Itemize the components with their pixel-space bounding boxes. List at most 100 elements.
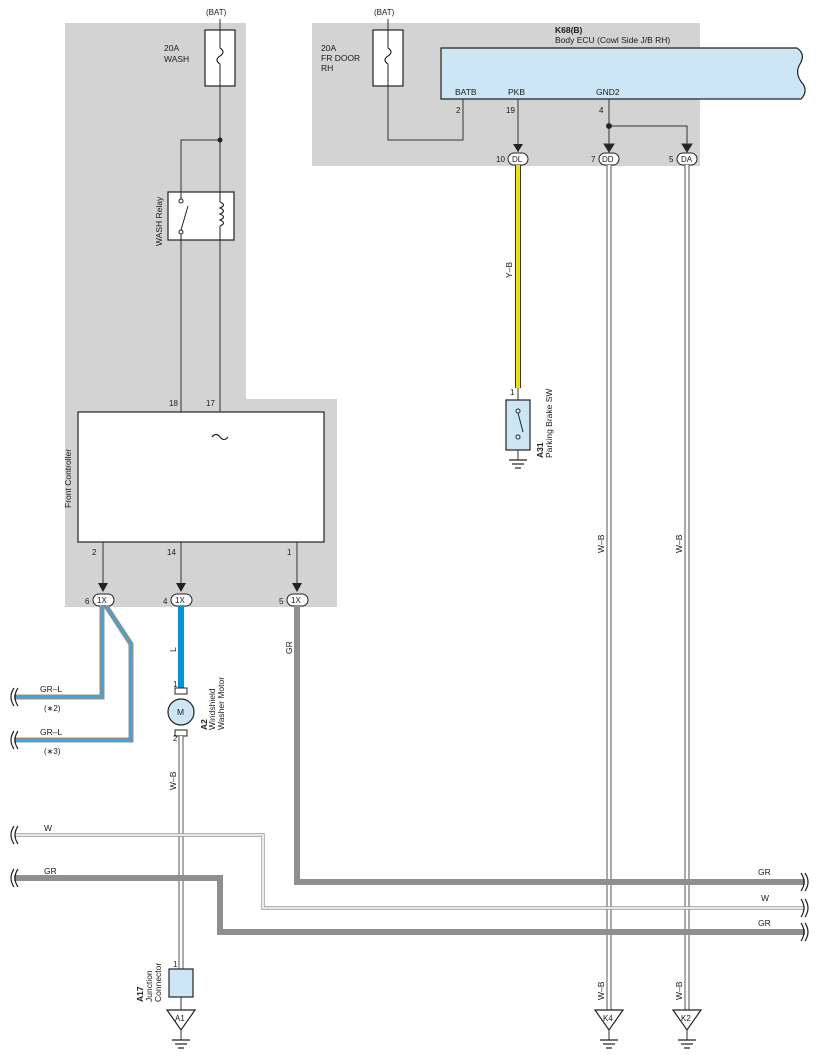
fuse-wash-rating: 20A: [164, 43, 179, 53]
connector-dd-id: DD: [602, 155, 614, 164]
wire-wb-dd: W–B W–B: [596, 165, 612, 1010]
wire-gr-x5-label: GR: [284, 641, 294, 654]
ecu-name: Body ECU (Cowl Side J/B RH): [555, 35, 670, 45]
wire-gr-right2-label: GR: [758, 918, 771, 928]
wire-wb-motor: W–B: [168, 736, 184, 969]
wire-yb: Y–B: [504, 165, 521, 388]
ecu-pin-pkb: 19: [506, 106, 515, 115]
wire-w-right-label: W: [761, 893, 769, 903]
connector-1x-5-id: 1X: [291, 596, 301, 605]
connector-dl-pin: 10: [496, 155, 505, 164]
controller-pin-18: 18: [169, 399, 178, 408]
ecu-pin-batb: 2: [456, 106, 461, 115]
controller-output-wires: [102, 542, 298, 590]
wash-relay: WASH Relay: [154, 191, 235, 246]
left-wire-breaks: [10, 825, 19, 888]
ecu-pin-label-batb: BATB: [455, 87, 477, 97]
fuse-frdoor: (BAT) 20A FR DOOR RH: [321, 8, 404, 87]
parking-brake-pin: 1: [510, 388, 515, 397]
ecu-pin-gnd2: 4: [599, 106, 604, 115]
wire-grl1-note: (∗2): [44, 704, 61, 713]
junction-name-2: Connector: [153, 963, 163, 1002]
motor-name-2: Washer Motor: [216, 677, 226, 730]
fuse-frdoor-name-2: RH: [321, 63, 333, 73]
wire-grl: [10, 604, 134, 750]
body-ecu: K68(B) Body ECU (Cowl Side J/B RH) BATB …: [440, 25, 806, 115]
wire-gr-x5: GR: [284, 606, 805, 885]
pkb-wire-internal: [513, 99, 523, 152]
right-wire-breaks: [800, 872, 809, 942]
washer-motor: 1 M 2 A2 Windshield Washer Motor: [167, 677, 226, 743]
wire-wb-da-label: W–B: [674, 534, 684, 553]
connector-1x-4-id: 1X: [175, 596, 185, 605]
controller-pin-1: 1: [287, 548, 292, 557]
wire-wb-k4-label: W–B: [596, 981, 606, 1000]
junction-pin: 1: [173, 960, 178, 969]
wire-grl1-label: GR–L: [40, 684, 62, 694]
ground-k4-label: K4: [603, 1014, 613, 1023]
wire-l: L: [168, 606, 184, 688]
connector-1x-5-pin: 5: [279, 597, 284, 606]
parking-brake-switch: 1 A31 Parking Brake SW: [505, 388, 554, 469]
motor-name-1: Windshield: [207, 688, 217, 730]
ecu-pin-label-gnd2: GND2: [596, 87, 620, 97]
connector-da: 5 DA: [669, 152, 698, 166]
parking-brake-name: Parking Brake SW: [544, 389, 554, 458]
ground-k2-label: K2: [681, 1014, 691, 1023]
wire-w-left-label: W: [44, 823, 52, 833]
fuse-wash-source: (BAT): [206, 8, 227, 17]
connector-dd-pin: 7: [591, 155, 596, 164]
connector-1x-4: 4 1X: [163, 593, 193, 607]
fuse-frdoor-source: (BAT): [374, 8, 395, 17]
ground-k2: K2: [671, 1009, 703, 1049]
connector-1x-4-pin: 4: [163, 597, 168, 606]
connector-dl-id: DL: [512, 155, 523, 164]
wire-gr-left-label: GR: [44, 866, 57, 876]
controller-name: Front Controller: [63, 449, 73, 508]
wire-l-label: L: [168, 647, 178, 652]
controller-pin-2: 2: [92, 548, 97, 557]
motor-symbol: M: [177, 707, 184, 717]
wire-wb-k2-label: W–B: [674, 981, 684, 1000]
wire-w-left: W: [14, 823, 805, 910]
wire-wb-motor-label: W–B: [168, 771, 178, 790]
fuse-wash: (BAT) 20A WASH: [164, 8, 236, 87]
ecu-pin-label-pkb: PKB: [508, 87, 525, 97]
motor-pin-top: 1: [173, 680, 178, 689]
wire-yb-label: Y–B: [504, 262, 514, 278]
wash-relay-label: WASH Relay: [154, 196, 164, 246]
connector-dd: 7 DD: [591, 152, 620, 166]
motor-code: A2: [199, 719, 209, 730]
wire-grl2-note: (∗3): [44, 747, 61, 756]
controller-pin-14: 14: [167, 548, 176, 557]
ecu-code: K68(B): [555, 25, 583, 35]
wire-gr-left: GR: [14, 866, 805, 935]
connector-dl: 10 DL: [496, 152, 529, 166]
controller-pin-17: 17: [206, 399, 215, 408]
ground-a1-label: A1: [175, 1014, 185, 1023]
connector-da-pin: 5: [669, 155, 674, 164]
connector-1x-5: 5 1X: [279, 593, 309, 607]
controller-arrows: [98, 583, 302, 592]
wire-grl2-label: GR–L: [40, 727, 62, 737]
parking-brake-code: A31: [535, 442, 545, 458]
connector-1x-6-id: 1X: [97, 596, 107, 605]
wire-batb: [387, 86, 464, 141]
connector-da-id: DA: [681, 155, 693, 164]
wire-wb-dd-label: W–B: [596, 534, 606, 553]
ground-a1: A1: [165, 1009, 197, 1049]
relay-junction-dot: [217, 137, 223, 143]
junction-code: A17: [135, 986, 145, 1002]
fuse-wash-name: WASH: [164, 54, 189, 64]
fuse-frdoor-rating: 20A: [321, 43, 336, 53]
fuse-frdoor-name-1: FR DOOR: [321, 53, 360, 63]
junction-connector: 1 A17 Junction Connector: [135, 960, 194, 1010]
gnd2-branch: [603, 99, 693, 153]
front-controller: 18 17 Front Controller 2 14 1: [63, 399, 325, 557]
connector-1x-6-pin: 6: [85, 597, 90, 606]
motor-pin-bottom: 2: [173, 734, 178, 743]
ground-k4: K4: [593, 1009, 625, 1049]
wire-gr-right1-label: GR: [758, 867, 771, 877]
junction-name-1: Junction: [144, 970, 154, 1002]
